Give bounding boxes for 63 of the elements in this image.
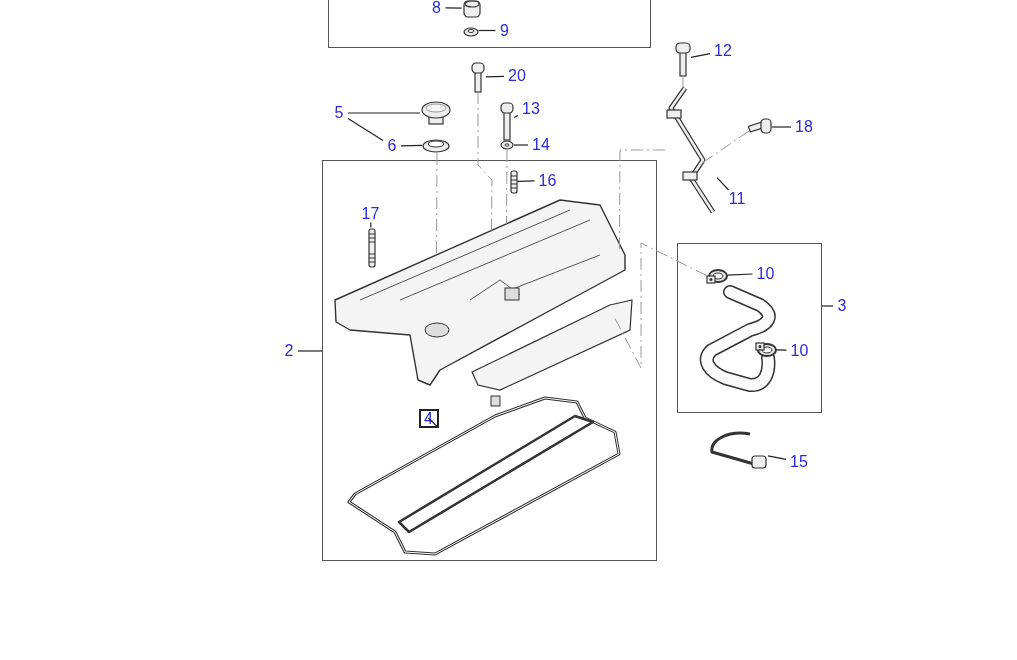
callout-number: 3: [833, 297, 851, 315]
leader-line: [427, 417, 439, 429]
centerline: [477, 91, 493, 231]
callout-number: 11: [724, 190, 750, 208]
hose-clamp-icon: [754, 341, 777, 358]
leader-line: [716, 177, 730, 191]
pipe-icon: [665, 86, 717, 214]
stud-icon: [509, 169, 518, 194]
centerline: [618, 149, 666, 250]
leader-line: [297, 350, 323, 352]
callout-number: 9: [495, 21, 514, 40]
callout-number: 10: [786, 341, 813, 360]
bolt-icon: [675, 42, 691, 76]
stud-icon: [367, 227, 376, 268]
seal-plate-drawing: [471, 298, 633, 407]
bolt-icon: [748, 118, 772, 136]
callout-number: 17: [357, 204, 384, 223]
callout-number: 2: [280, 342, 298, 360]
washer-icon: [500, 140, 514, 150]
leader-line: [516, 180, 536, 182]
callout-number: 10: [752, 264, 779, 283]
callout-number: 6: [383, 137, 401, 155]
leader-line: [444, 7, 463, 9]
centerline: [682, 75, 684, 89]
callout-number: 18: [791, 118, 817, 136]
leader-line: [347, 112, 421, 114]
leader-line: [400, 144, 423, 147]
callout-number: 16: [534, 171, 561, 190]
callout-number: 20: [504, 67, 530, 85]
callout-number: 8: [427, 0, 446, 17]
bolt-icon: [500, 102, 514, 140]
group-frame: [322, 160, 657, 561]
callout-number: 14: [528, 136, 554, 154]
leader-line: [370, 221, 372, 229]
callout-number: 5: [330, 104, 348, 122]
centerline: [436, 152, 438, 256]
leader-line: [821, 305, 834, 307]
leader-line: [726, 273, 754, 276]
grommet-icon: [461, 0, 482, 18]
callout-number: 13: [518, 100, 544, 118]
seal-ring-icon: [422, 137, 450, 153]
bolt-icon: [470, 62, 486, 92]
leader-line: [690, 53, 711, 58]
leader-line: [775, 349, 788, 351]
centerline: [614, 242, 707, 369]
leader-line: [477, 29, 497, 32]
clip-icon: [708, 430, 768, 470]
leader-line: [485, 75, 505, 78]
centerline: [506, 149, 508, 224]
callout-number: 4: [418, 408, 439, 428]
filler-cap-icon: [420, 100, 452, 126]
hose-clamp-icon: [705, 267, 728, 284]
leader-line: [347, 118, 384, 141]
callout-number: 15: [786, 453, 812, 471]
group-frame: [328, 0, 651, 48]
centerline: [701, 130, 750, 164]
washer-icon: [462, 24, 479, 37]
leader-line: [767, 455, 787, 460]
leader-line: [513, 144, 529, 146]
leader-line: [771, 126, 792, 128]
callout-number: 12: [710, 42, 736, 60]
leader-line: [513, 114, 519, 119]
group-frame: [677, 243, 822, 413]
